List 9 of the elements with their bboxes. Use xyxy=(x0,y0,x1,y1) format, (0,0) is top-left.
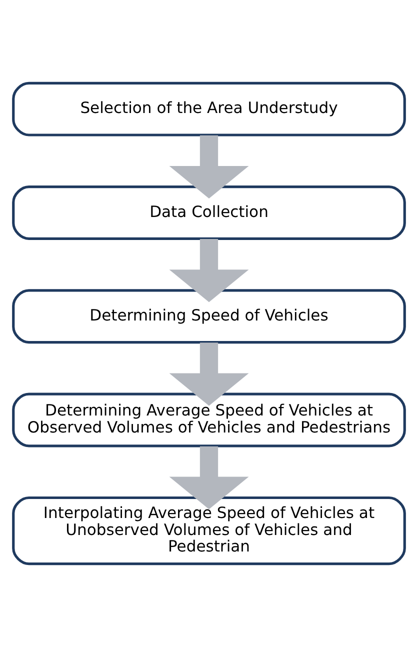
arrow xyxy=(169,135,249,198)
node-box: Interpolating Average Speed of Vehicles at Unobserved Volumes of Vehicles and Pedestrian xyxy=(12,496,406,566)
arrow xyxy=(169,446,249,510)
arrow xyxy=(169,239,249,302)
node-box: Selection of the Area Understudy xyxy=(12,82,406,136)
node-box: Determining Speed of Vehicles xyxy=(12,289,406,344)
arrow xyxy=(169,342,249,406)
node-box: Data Collection xyxy=(12,186,406,240)
node-box: Determining Average Speed of Vehicles at Observed Volumes of Vehicles and Pedestrians xyxy=(12,392,406,448)
